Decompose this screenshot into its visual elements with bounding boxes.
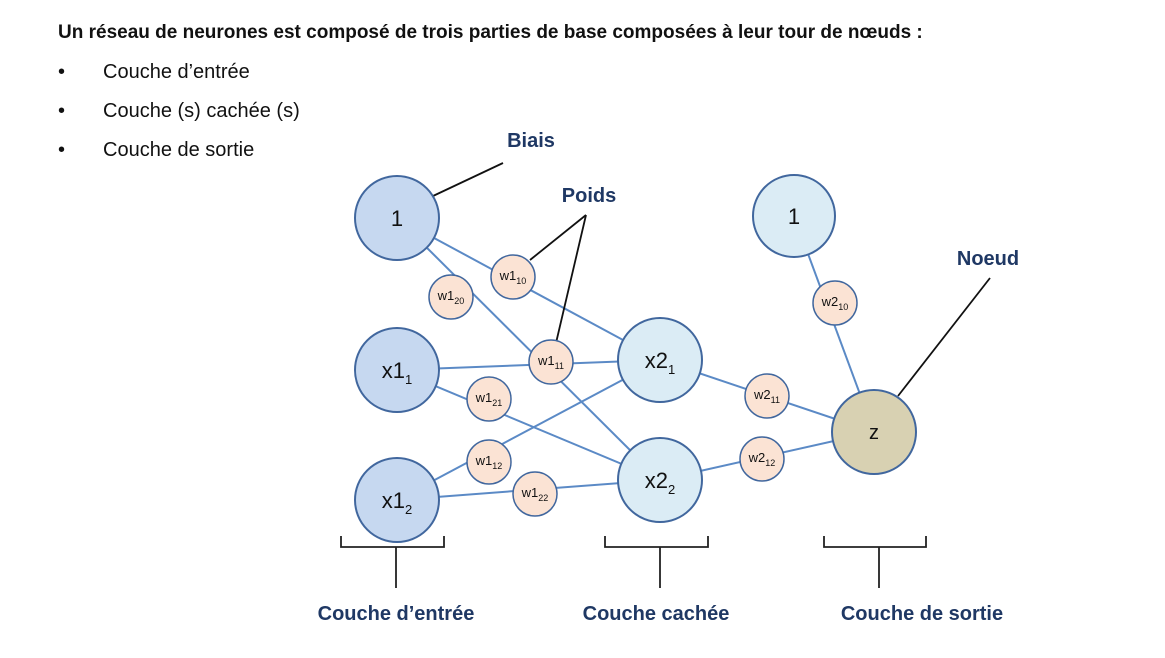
hidden-layer-nodes: x21 x22 [617,317,703,523]
bullet-marker: • [58,100,66,122]
svg-text:w212: w212 [748,450,776,468]
weight-w2-10: w210 [812,280,858,326]
svg-text:w122: w122 [521,485,549,503]
svg-text:1: 1 [788,204,800,229]
svg-text:x12: x12 [382,488,412,517]
bullet-text: Couche de sortie [103,139,255,161]
weight-w1-20: w120 [428,274,474,320]
bullet-item-output: • Couche de sortie [58,139,254,162]
bullet-text: Couche (s) cachée (s) [103,100,300,122]
bracket-output [823,536,927,588]
noeud-pointer [897,277,991,397]
node-z: z [831,389,917,475]
layer-label-hidden: Couche cachée [583,603,730,625]
weight-w2-11: w211 [744,373,790,419]
node-x2-2: x22 [617,437,703,523]
poids-pointer-2 [555,214,587,344]
bullet-text: Couche d’entrée [103,61,250,83]
svg-text:z: z [869,422,879,444]
weight-nodes: w110 w120 w111 w121 w112 w122 w210 w211 [428,254,858,517]
layer-label-output: Couche de sortie [841,603,1003,625]
node-x2-1: x21 [617,317,703,403]
poids-pointer-1 [529,214,587,261]
svg-text:w112: w112 [475,453,503,471]
weight-w1-10: w110 [490,254,536,300]
bullet-marker: • [58,61,66,83]
svg-text:w110: w110 [499,268,527,286]
edge-x1-2-x2-1 [396,359,661,501]
bullet-marker: • [58,139,66,161]
annotation-lines [432,162,991,397]
svg-text:w120: w120 [437,288,465,306]
biais-label: Biais [507,130,555,152]
svg-text:w211: w211 [753,387,780,405]
layer-brackets [340,536,927,588]
svg-text:1: 1 [391,206,403,231]
input-layer-nodes: 1 x11 x12 [354,175,440,543]
weight-w1-12: w112 [466,439,512,485]
svg-text:x22: x22 [645,468,675,497]
bracket-input [340,536,445,588]
svg-text:x21: x21 [645,348,675,377]
svg-text:w121: w121 [475,390,503,408]
biais-pointer [432,162,504,197]
weight-w1-22: w122 [512,471,558,517]
page-heading: Un réseau de neurones est composé de tro… [58,22,923,43]
poids-label: Poids [562,185,616,207]
weight-w1-11: w111 [528,339,574,385]
bullet-item-hidden: • Couche (s) cachée (s) [58,100,300,123]
svg-text:w111: w111 [537,353,564,371]
weight-w1-21: w121 [466,376,512,422]
bias-node-input: 1 [354,175,440,261]
svg-text:w210: w210 [821,294,849,312]
noeud-label: Noeud [957,248,1019,270]
node-x1-2: x12 [354,457,440,543]
node-x1-1: x11 [354,327,440,413]
edge-x1-1-x2-2 [396,369,661,481]
svg-text:x11: x11 [382,358,412,387]
weight-w2-12: w212 [739,436,785,482]
bracket-hidden [604,536,709,588]
layer-label-input: Couche d’entrée [318,603,475,625]
bullet-item-input: • Couche d’entrée [58,61,250,84]
edge-bias1-x2-2 [396,217,661,481]
bias-node-output: 1 [752,174,836,258]
output-layer-nodes: 1 z [752,174,917,475]
